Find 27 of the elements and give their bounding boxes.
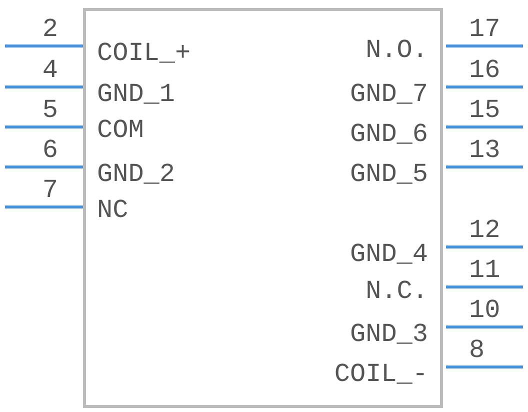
pin-number: 8: [469, 337, 485, 363]
pin-name: COM: [97, 117, 144, 143]
pin-name: COIL_-: [334, 361, 428, 387]
pin-name: GND_6: [350, 121, 428, 147]
pin-number: 17: [469, 16, 500, 42]
pin-name: COIL_+: [97, 40, 191, 66]
pin-number: 11: [469, 257, 500, 283]
pin-number: 2: [42, 16, 58, 42]
pin-name: NC: [97, 197, 128, 223]
pin-number: 7: [42, 177, 58, 203]
pin-number: 16: [469, 57, 500, 83]
pin-number: 4: [42, 57, 58, 83]
pin-name: GND_3: [350, 321, 428, 347]
pin-name: GND_5: [350, 161, 428, 187]
pin-name: N.O.: [366, 37, 428, 63]
pin-number: 6: [42, 137, 58, 163]
pin-name: GND_1: [97, 81, 176, 107]
pin-number: 12: [469, 217, 500, 243]
pin-number: 13: [469, 137, 500, 163]
pin-number: 10: [469, 297, 500, 323]
pin-name: GND_7: [350, 81, 428, 107]
pin-name: GND_2: [97, 161, 176, 187]
pin-number: 5: [42, 97, 58, 123]
component-body: [83, 8, 443, 408]
pin-name: GND_4: [350, 241, 428, 267]
pin-number: 15: [469, 97, 500, 123]
pin-name: N.C.: [366, 278, 428, 304]
